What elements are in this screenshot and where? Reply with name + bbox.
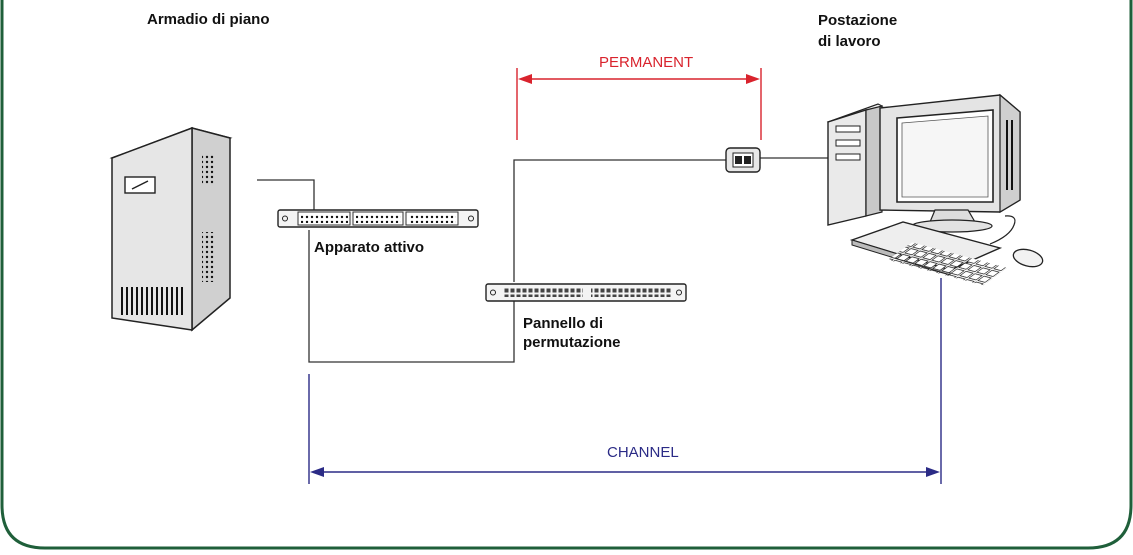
workstation-label-line1: Postazione <box>818 12 898 29</box>
cables <box>257 157 830 363</box>
cable-patch-panel-to-outlet <box>513 159 730 282</box>
server-tower-icon <box>109 126 233 332</box>
patch-panel-icon <box>485 283 687 302</box>
patch-panel-label-line2: permutazione <box>523 334 621 351</box>
workstation-label-line2: di lavoro <box>818 33 881 50</box>
floor-cabinet-label: Armadio di piano <box>147 11 270 28</box>
cable-server-to-switch <box>257 179 315 210</box>
cable-switch-to-patch-panel <box>308 230 515 363</box>
channel-label: CHANNEL <box>607 444 679 461</box>
permanent-link-label: PERMANENT <box>599 54 694 71</box>
wall-outlet-icon <box>725 147 761 173</box>
permanent-link-dimension <box>516 68 762 140</box>
channel-dimension <box>308 278 942 484</box>
patch-panel-label-line1: Pannello di <box>523 315 604 332</box>
active-equipment-label: Apparato attivo <box>314 239 425 256</box>
switch-rack-icon <box>277 209 479 228</box>
desktop-computer-icon <box>826 93 1044 286</box>
